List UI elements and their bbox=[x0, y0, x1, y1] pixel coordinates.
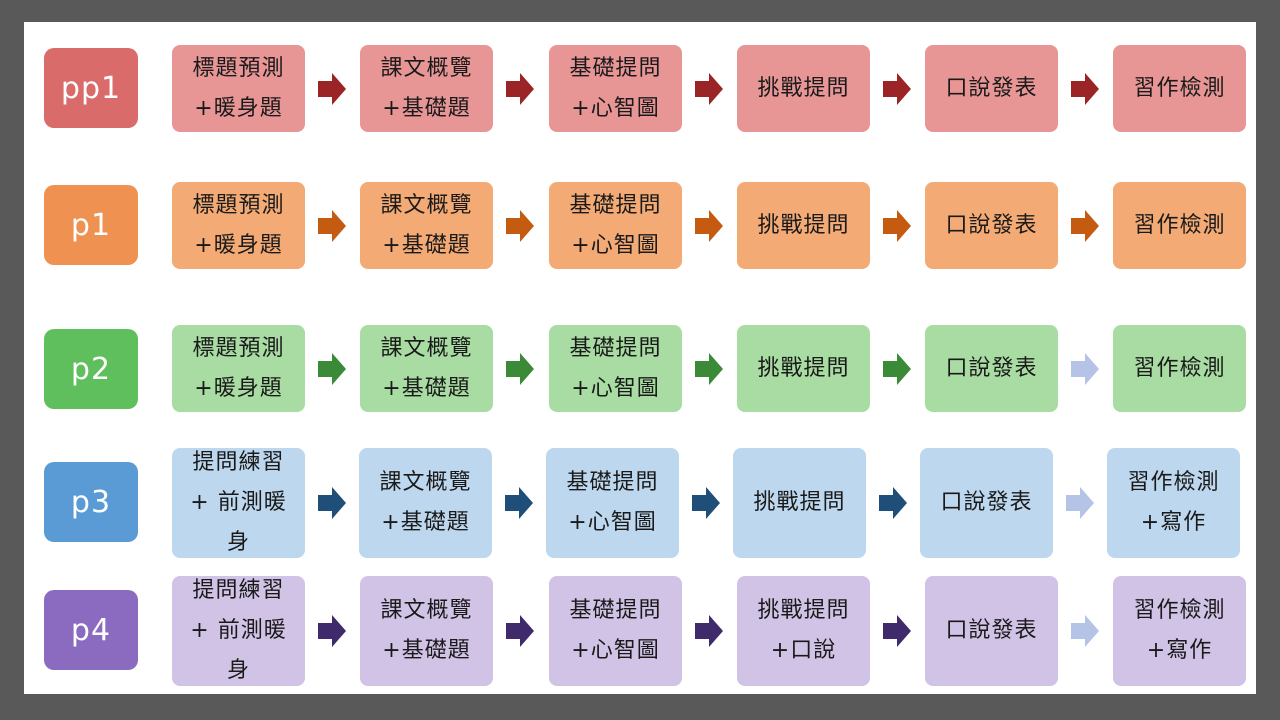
step-box: 習作檢測 +寫作 bbox=[1107, 448, 1240, 558]
flow-arrow-icon bbox=[879, 487, 907, 519]
step-box: 基礎提問 +心智圖 bbox=[549, 45, 682, 132]
level-label-p1: p1 bbox=[44, 185, 138, 265]
flow-arrow-icon bbox=[318, 209, 346, 242]
flow-arrow-icon bbox=[692, 487, 720, 519]
flow-arrow-icon bbox=[318, 487, 346, 519]
step-box: 挑戰提問 +口說 bbox=[737, 576, 870, 686]
step-box: 口說發表 bbox=[920, 448, 1053, 558]
step-box: 課文概覽 +基礎題 bbox=[360, 45, 493, 132]
step-box: 口說發表 bbox=[925, 45, 1058, 132]
step-box: 挑戰提問 bbox=[733, 448, 866, 558]
flow-arrow-icon bbox=[883, 72, 911, 105]
step-box: 口說發表 bbox=[925, 182, 1058, 269]
step-box: 習作檢測 +寫作 bbox=[1113, 576, 1246, 686]
step-box: 課文概覽 +基礎題 bbox=[359, 448, 492, 558]
flow-arrow-icon bbox=[505, 487, 533, 519]
step-box: 基礎提問 +心智圖 bbox=[549, 576, 682, 686]
step-box: 挑戰提問 bbox=[737, 325, 870, 412]
step-box: 基礎提問 +心智圖 bbox=[549, 325, 682, 412]
level-label-p2: p2 bbox=[44, 329, 138, 409]
flow-arrow-icon bbox=[506, 209, 534, 242]
flow-arrow-icon bbox=[1071, 352, 1099, 385]
step-box: 課文概覽 +基礎題 bbox=[360, 576, 493, 686]
flow-arrow-icon bbox=[695, 209, 723, 242]
flow-arrow-icon bbox=[318, 615, 346, 647]
flow-arrow-icon bbox=[883, 209, 911, 242]
level-label-pp1: pp1 bbox=[44, 48, 138, 128]
flow-arrow-icon bbox=[506, 72, 534, 105]
step-box: 課文概覽 +基礎題 bbox=[360, 182, 493, 269]
flow-arrow-icon bbox=[883, 615, 911, 647]
step-box: 標題預測 +暖身題 bbox=[172, 45, 305, 132]
step-box: 基礎提問 +心智圖 bbox=[549, 182, 682, 269]
step-box: 口說發表 bbox=[925, 576, 1058, 686]
step-box: 提問練習 + 前測暖 身 bbox=[172, 576, 305, 686]
step-box: 基礎提問 +心智圖 bbox=[546, 448, 679, 558]
step-box: 習作檢測 bbox=[1113, 182, 1246, 269]
flow-arrow-icon bbox=[1071, 615, 1099, 647]
flow-arrow-icon bbox=[695, 615, 723, 647]
flow-arrow-icon bbox=[506, 352, 534, 385]
step-box: 習作檢測 bbox=[1113, 325, 1246, 412]
level-label-p4: p4 bbox=[44, 590, 138, 670]
step-box: 習作檢測 bbox=[1113, 45, 1246, 132]
flow-arrow-icon bbox=[1066, 487, 1094, 519]
flow-arrow-icon bbox=[883, 352, 911, 385]
flow-arrow-icon bbox=[506, 615, 534, 647]
flow-arrow-icon bbox=[1071, 209, 1099, 242]
level-label-p3: p3 bbox=[44, 462, 138, 542]
step-box: 挑戰提問 bbox=[737, 45, 870, 132]
step-box: 口說發表 bbox=[925, 325, 1058, 412]
flow-arrow-icon bbox=[695, 352, 723, 385]
flow-arrow-icon bbox=[318, 72, 346, 105]
step-box: 提問練習 + 前測暖 身 bbox=[172, 448, 305, 558]
flow-arrow-icon bbox=[318, 352, 346, 385]
step-box: 課文概覽 +基礎題 bbox=[360, 325, 493, 412]
flow-arrow-icon bbox=[695, 72, 723, 105]
step-box: 標題預測 +暖身題 bbox=[172, 182, 305, 269]
flow-arrow-icon bbox=[1071, 72, 1099, 105]
step-box: 挑戰提問 bbox=[737, 182, 870, 269]
step-box: 標題預測 +暖身題 bbox=[172, 325, 305, 412]
